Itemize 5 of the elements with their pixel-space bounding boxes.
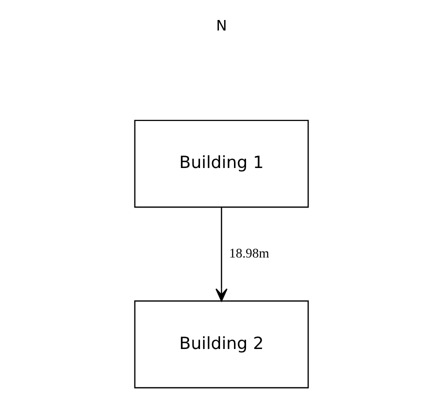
edge-label: 18.98m bbox=[229, 245, 270, 260]
label: N bbox=[216, 18, 227, 34]
node-box: Building 2 bbox=[134, 300, 309, 388]
node-box: Building 1 bbox=[134, 120, 309, 208]
arrow bbox=[215, 207, 228, 302]
